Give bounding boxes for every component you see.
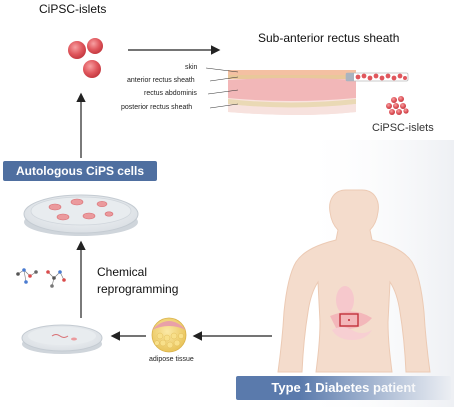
implant-site-box [339, 313, 359, 327]
adipose-label: adipose tissue [149, 356, 194, 363]
reprogramming-label: reprogramming [97, 282, 179, 296]
site-title: Sub-anterior rectus sheath [258, 31, 400, 45]
islets-label-right: CiPSC-islets [372, 122, 434, 134]
islet-cluster-right [386, 96, 409, 115]
patient-body [277, 189, 431, 373]
petri-dish-colonies [23, 194, 139, 236]
islet-cluster-top [68, 38, 103, 78]
tissue-section [228, 70, 409, 115]
autologous-cells-badge: Autologous CiPS cells [3, 161, 157, 181]
adipose-tissue-icon [151, 317, 187, 353]
petri-dish-small [21, 324, 103, 354]
leader-lines [205, 67, 239, 109]
layer-skin-label: skin [185, 64, 198, 71]
layer-posterior-label: posterior rectus sheath [121, 104, 193, 111]
layer-anterior-label: anterior rectus sheath [127, 77, 195, 84]
layer-rectus-label: rectus abdominis [144, 90, 197, 97]
cipsc-islets-title: CiPSC-islets [39, 2, 107, 16]
chemical-molecules-icon [16, 268, 66, 288]
chemical-label: Chemical [97, 265, 148, 279]
